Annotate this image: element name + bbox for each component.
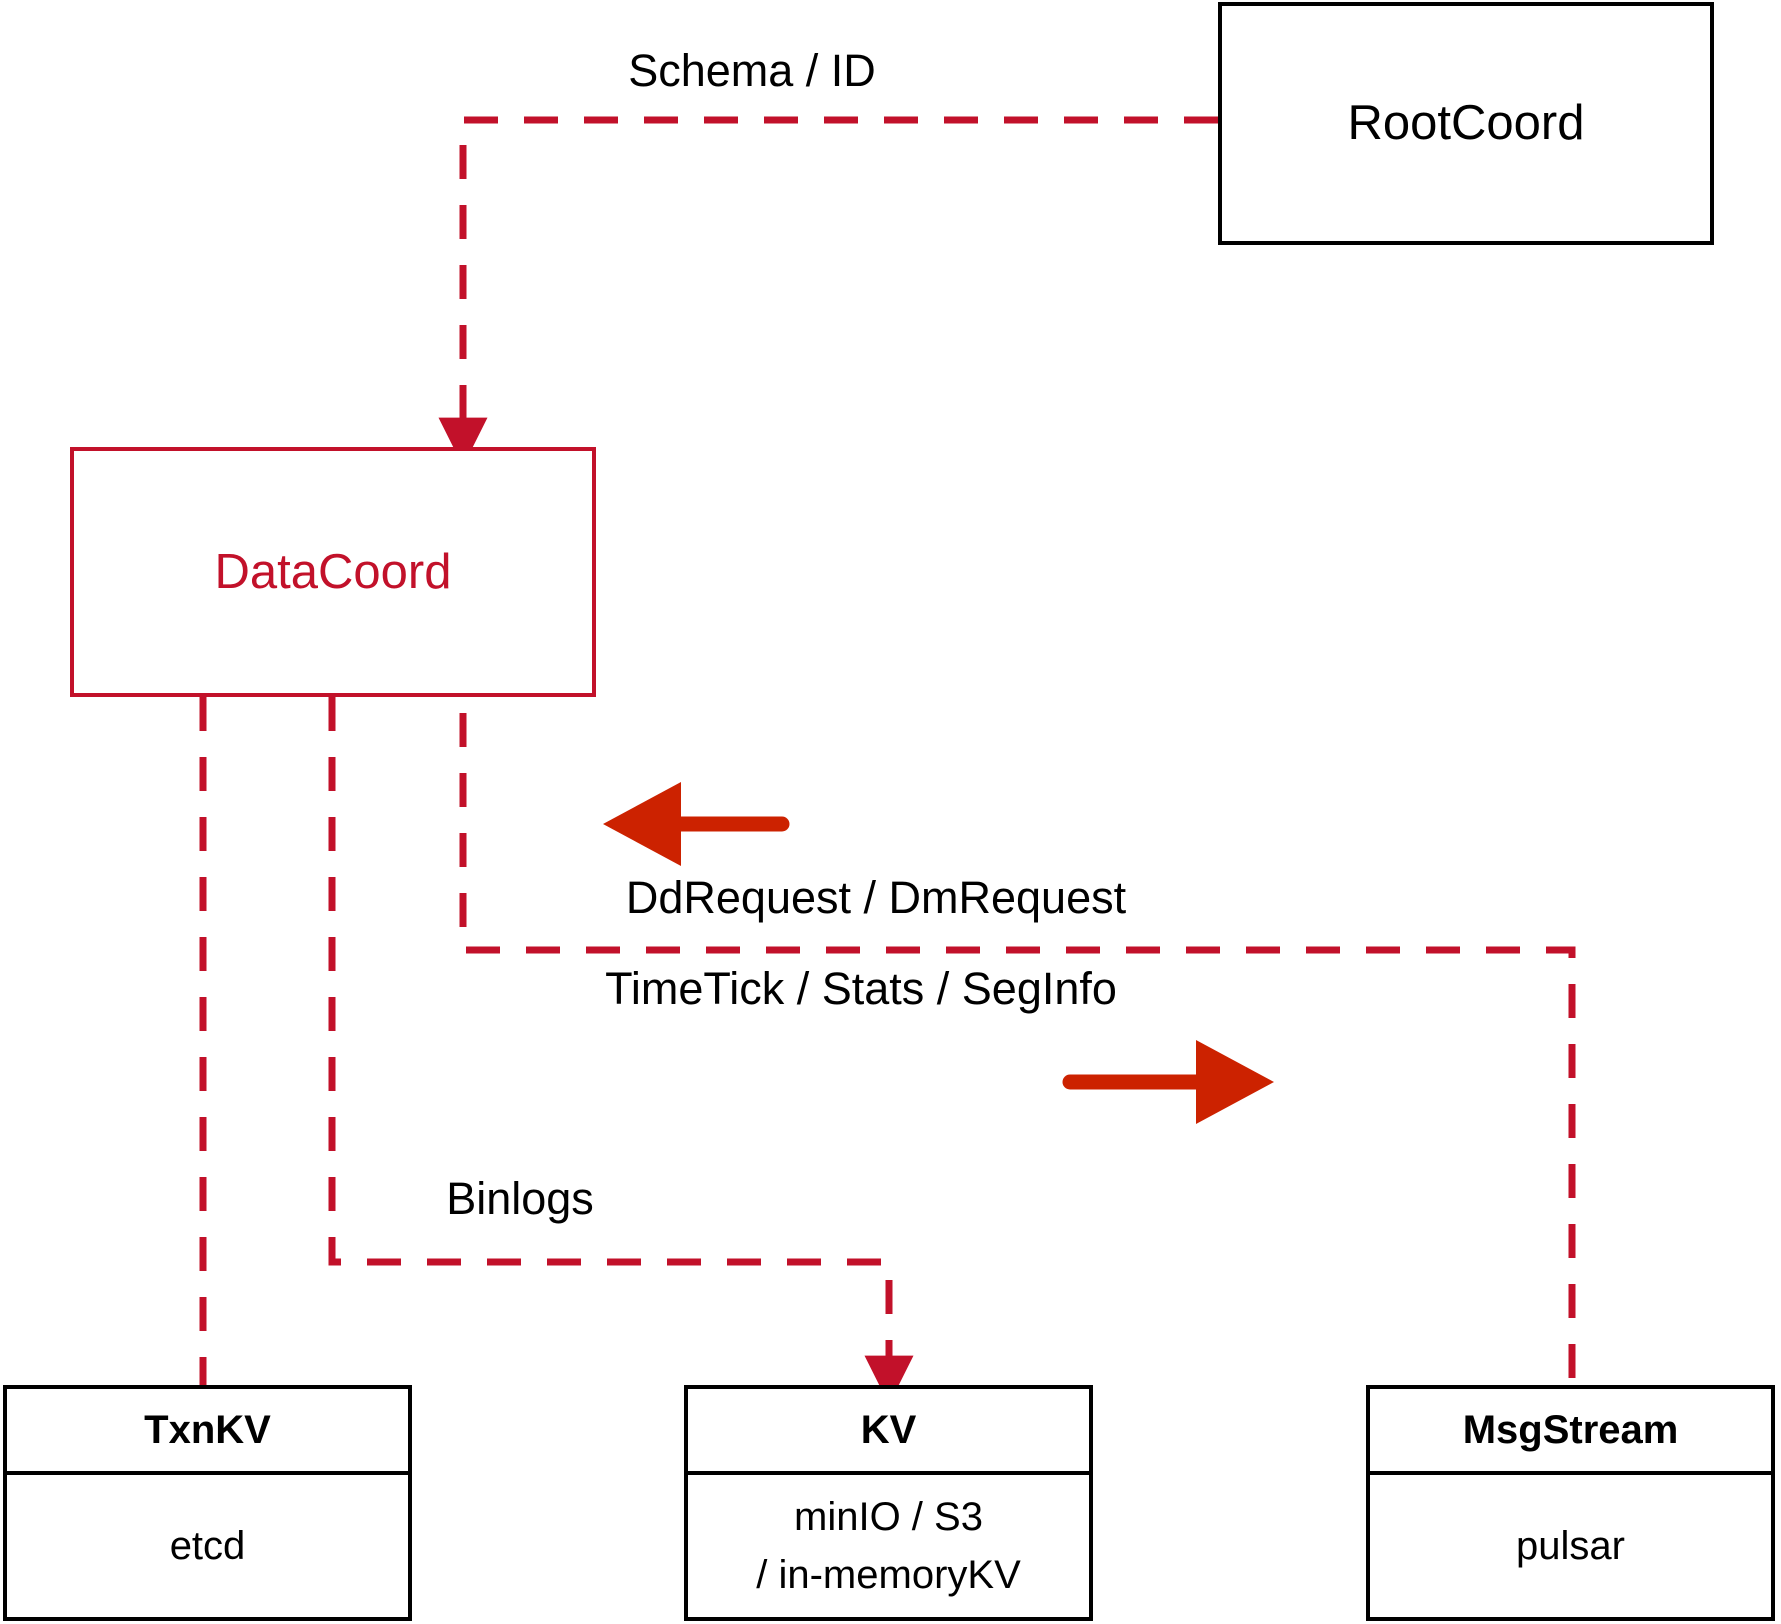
node-kv-title: KV: [688, 1389, 1089, 1475]
node-datacoord[interactable]: DataCoord: [70, 447, 596, 697]
node-txnkv-body: etcd: [7, 1475, 408, 1617]
node-txnkv-body-line-1: etcd: [169, 1524, 246, 1568]
edge-label-dd-dm-request: DdRequest / DmRequest: [625, 872, 1127, 923]
node-datacoord-label: DataCoord: [214, 544, 452, 599]
node-kv-body: minIO / S3 / in-memoryKV: [688, 1475, 1089, 1617]
node-msgstream-body: pulsar: [1370, 1475, 1771, 1617]
edge-label-binlogs: Binlogs: [446, 1173, 594, 1224]
node-kv-body-line-1: minIO / S3: [794, 1495, 983, 1539]
node-msgstream-title: MsgStream: [1370, 1389, 1771, 1475]
node-rootcoord-label: RootCoord: [1347, 96, 1585, 151]
edge-binlogs: [328, 697, 914, 1405]
node-msgstream-body-line-1: pulsar: [1516, 1524, 1625, 1568]
node-rootcoord[interactable]: RootCoord: [1218, 2, 1714, 245]
node-msgstream[interactable]: MsgStream pulsar: [1366, 1385, 1775, 1621]
edge-schema-id: [438, 116, 1218, 467]
node-txnkv-title: TxnKV: [7, 1389, 408, 1475]
node-kv-body-line-2: / in-memoryKV: [756, 1553, 1021, 1597]
node-kv[interactable]: KV minIO / S3 / in-memoryKV: [684, 1385, 1093, 1621]
edge-msgstream-bus: [438, 613, 1576, 1378]
edge-label-schema-id: Schema / ID: [628, 45, 876, 96]
edge-label-timetick-stats-seginfo: TimeTick / Stats / SegInfo: [605, 963, 1117, 1014]
node-txnkv[interactable]: TxnKV etcd: [3, 1385, 412, 1621]
